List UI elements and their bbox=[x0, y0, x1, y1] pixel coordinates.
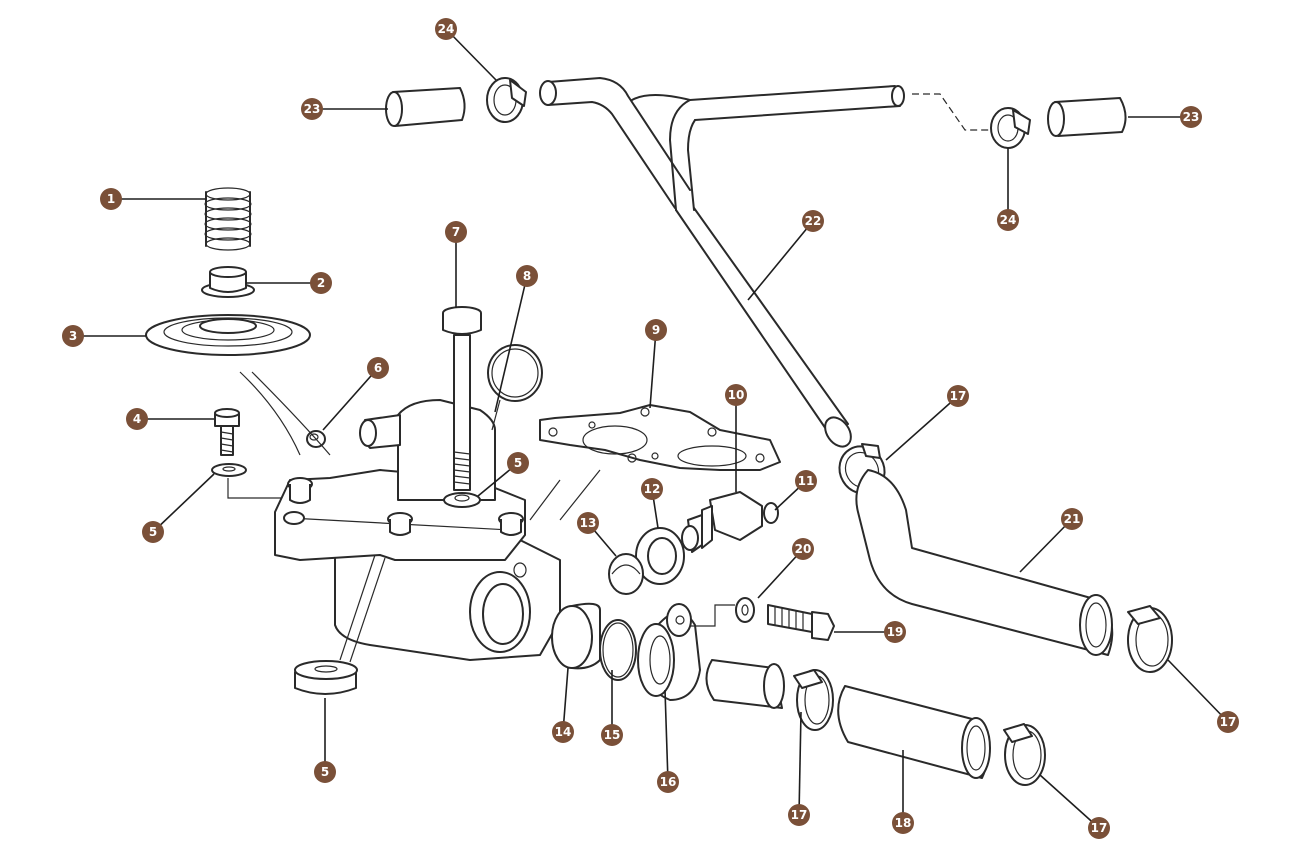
svg-text:19: 19 bbox=[887, 625, 904, 639]
svg-text:23: 23 bbox=[1183, 110, 1200, 124]
svg-text:24: 24 bbox=[438, 22, 455, 36]
hose-clip-17-right bbox=[1127, 605, 1173, 673]
callout-badge-21: 21 bbox=[1061, 508, 1083, 530]
hose-clip-17-mid bbox=[793, 669, 834, 731]
svg-text:17: 17 bbox=[791, 808, 808, 822]
svg-text:9: 9 bbox=[652, 323, 660, 337]
hose-clip-24-left bbox=[486, 77, 527, 123]
svg-text:1: 1 bbox=[107, 192, 115, 206]
svg-text:24: 24 bbox=[1000, 213, 1017, 227]
callout-badge-20: 20 bbox=[792, 538, 814, 560]
svg-text:7: 7 bbox=[452, 225, 460, 239]
callout-badge-12: 12 bbox=[641, 478, 663, 500]
svg-text:5: 5 bbox=[321, 765, 329, 779]
callout-badge-3: 3 bbox=[62, 325, 84, 347]
callout-badge-1: 1 bbox=[100, 188, 122, 210]
callout-badge-23-left: 23 bbox=[301, 98, 323, 120]
callout-badge-16: 16 bbox=[657, 771, 679, 793]
callout-badge-24-left: 24 bbox=[435, 18, 457, 40]
svg-text:14: 14 bbox=[555, 725, 572, 739]
callout-badge-7: 7 bbox=[445, 221, 467, 243]
callout-badge-24-right: 24 bbox=[997, 209, 1019, 231]
svg-text:18: 18 bbox=[895, 816, 912, 830]
leader-lines bbox=[73, 28, 1229, 829]
callout-badge-4: 4 bbox=[126, 408, 148, 430]
callout-badge-15: 15 bbox=[601, 724, 623, 746]
svg-text:5: 5 bbox=[514, 456, 522, 470]
hose-23-right bbox=[1047, 97, 1127, 137]
svg-text:3: 3 bbox=[69, 329, 77, 343]
svg-text:2: 2 bbox=[317, 276, 325, 290]
bolt-4 bbox=[214, 408, 240, 456]
washer-5-bottom bbox=[294, 660, 358, 695]
callout-badge-2: 2 bbox=[310, 272, 332, 294]
svg-text:4: 4 bbox=[133, 412, 141, 426]
svg-text:6: 6 bbox=[374, 361, 382, 375]
callout-badge-5-left: 5 bbox=[142, 521, 164, 543]
svg-text:16: 16 bbox=[660, 775, 677, 789]
hose-21 bbox=[855, 469, 1114, 656]
gasket-9 bbox=[539, 404, 781, 471]
svg-text:21: 21 bbox=[1064, 512, 1081, 526]
svg-text:15: 15 bbox=[604, 728, 621, 742]
svg-text:11: 11 bbox=[798, 474, 815, 488]
diaphragm-3 bbox=[145, 314, 311, 356]
svg-text:12: 12 bbox=[644, 482, 661, 496]
svg-text:17: 17 bbox=[1091, 821, 1108, 835]
washer-5-top bbox=[211, 463, 247, 477]
thermostat-switch-10 bbox=[681, 491, 763, 553]
callout-badge-6: 6 bbox=[367, 357, 389, 379]
svg-text:13: 13 bbox=[580, 516, 597, 530]
svg-text:8: 8 bbox=[523, 269, 531, 283]
callout-badge-10: 10 bbox=[725, 384, 747, 406]
callout-badge-22: 22 bbox=[802, 210, 824, 232]
bolt-19 bbox=[767, 604, 835, 641]
hose-clip-24-right bbox=[990, 107, 1031, 149]
pipe-22 bbox=[539, 77, 905, 448]
callout-badge-23-right: 23 bbox=[1180, 106, 1202, 128]
water-pump-housing bbox=[274, 399, 561, 661]
seal-12 bbox=[635, 527, 685, 585]
o-ring-8 bbox=[487, 344, 543, 402]
callout-badge-5-bottom: 5 bbox=[314, 761, 336, 783]
svg-text:17: 17 bbox=[1220, 715, 1237, 729]
callout-badge-17-bottom: 17 bbox=[1088, 817, 1110, 839]
svg-text:10: 10 bbox=[728, 388, 745, 402]
o-ring-11 bbox=[763, 502, 779, 524]
outlet-elbow-16 bbox=[637, 603, 701, 701]
callout-badge-18: 18 bbox=[892, 812, 914, 834]
bolt-7 bbox=[442, 306, 482, 491]
callout-badge-17-right: 17 bbox=[1217, 711, 1239, 733]
svg-text:5: 5 bbox=[149, 525, 157, 539]
callout-badge-17-top: 17 bbox=[947, 385, 969, 407]
callout-badge-11: 11 bbox=[795, 470, 817, 492]
callout-badge-14: 14 bbox=[552, 721, 574, 743]
callout-badge-13: 13 bbox=[577, 512, 599, 534]
callout-badge-17-mid: 17 bbox=[788, 804, 810, 826]
callout-badge-9: 9 bbox=[645, 319, 667, 341]
svg-text:22: 22 bbox=[805, 214, 822, 228]
washer-20 bbox=[735, 597, 755, 623]
hose-clip-17-bottom bbox=[1003, 723, 1046, 786]
hose-18 bbox=[837, 685, 991, 779]
pipe-stub bbox=[705, 659, 785, 709]
svg-text:17: 17 bbox=[950, 389, 967, 403]
spring-1 bbox=[204, 187, 252, 251]
callout-badge-5-housing: 5 bbox=[507, 452, 529, 474]
svg-text:23: 23 bbox=[304, 102, 321, 116]
circlip-15 bbox=[599, 619, 637, 681]
callout-badge-19: 19 bbox=[884, 621, 906, 643]
callout-badge-8: 8 bbox=[516, 265, 538, 287]
cap-14 bbox=[551, 602, 601, 670]
bush-2 bbox=[201, 266, 255, 298]
hose-23-left bbox=[385, 87, 466, 127]
plug-13 bbox=[608, 553, 644, 595]
svg-text:20: 20 bbox=[795, 542, 812, 556]
